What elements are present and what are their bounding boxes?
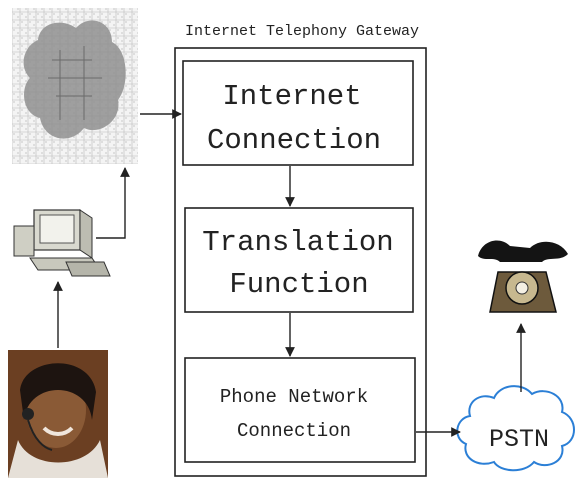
phone-network-connection-line1: Phone Network — [220, 386, 368, 408]
computer-icon — [13, 209, 111, 277]
internet-connection-line1: Internet — [222, 80, 361, 113]
internet-connection-box — [182, 60, 414, 166]
phone-network-connection-line2: Connection — [237, 420, 351, 442]
translation-function-line1: Translation — [202, 226, 393, 259]
internet-map-cloud-icon — [12, 8, 138, 164]
phone-network-connection-box — [184, 357, 416, 463]
internet-connection-line2: Connection — [207, 124, 381, 157]
call-center-agent-photo-icon — [8, 350, 108, 478]
arrow-computer-to-cloud — [96, 167, 130, 239]
gateway-frame — [174, 47, 427, 477]
rotary-telephone-icon — [472, 234, 572, 320]
pstn-label: PSTN — [489, 425, 549, 454]
translation-function-box — [184, 207, 414, 313]
connectors — [53, 109, 526, 437]
gateway-title: Internet Telephony Gateway — [185, 23, 419, 40]
translation-function-line2: Function — [229, 268, 368, 301]
pstn-cloud: PSTN — [456, 385, 575, 472]
